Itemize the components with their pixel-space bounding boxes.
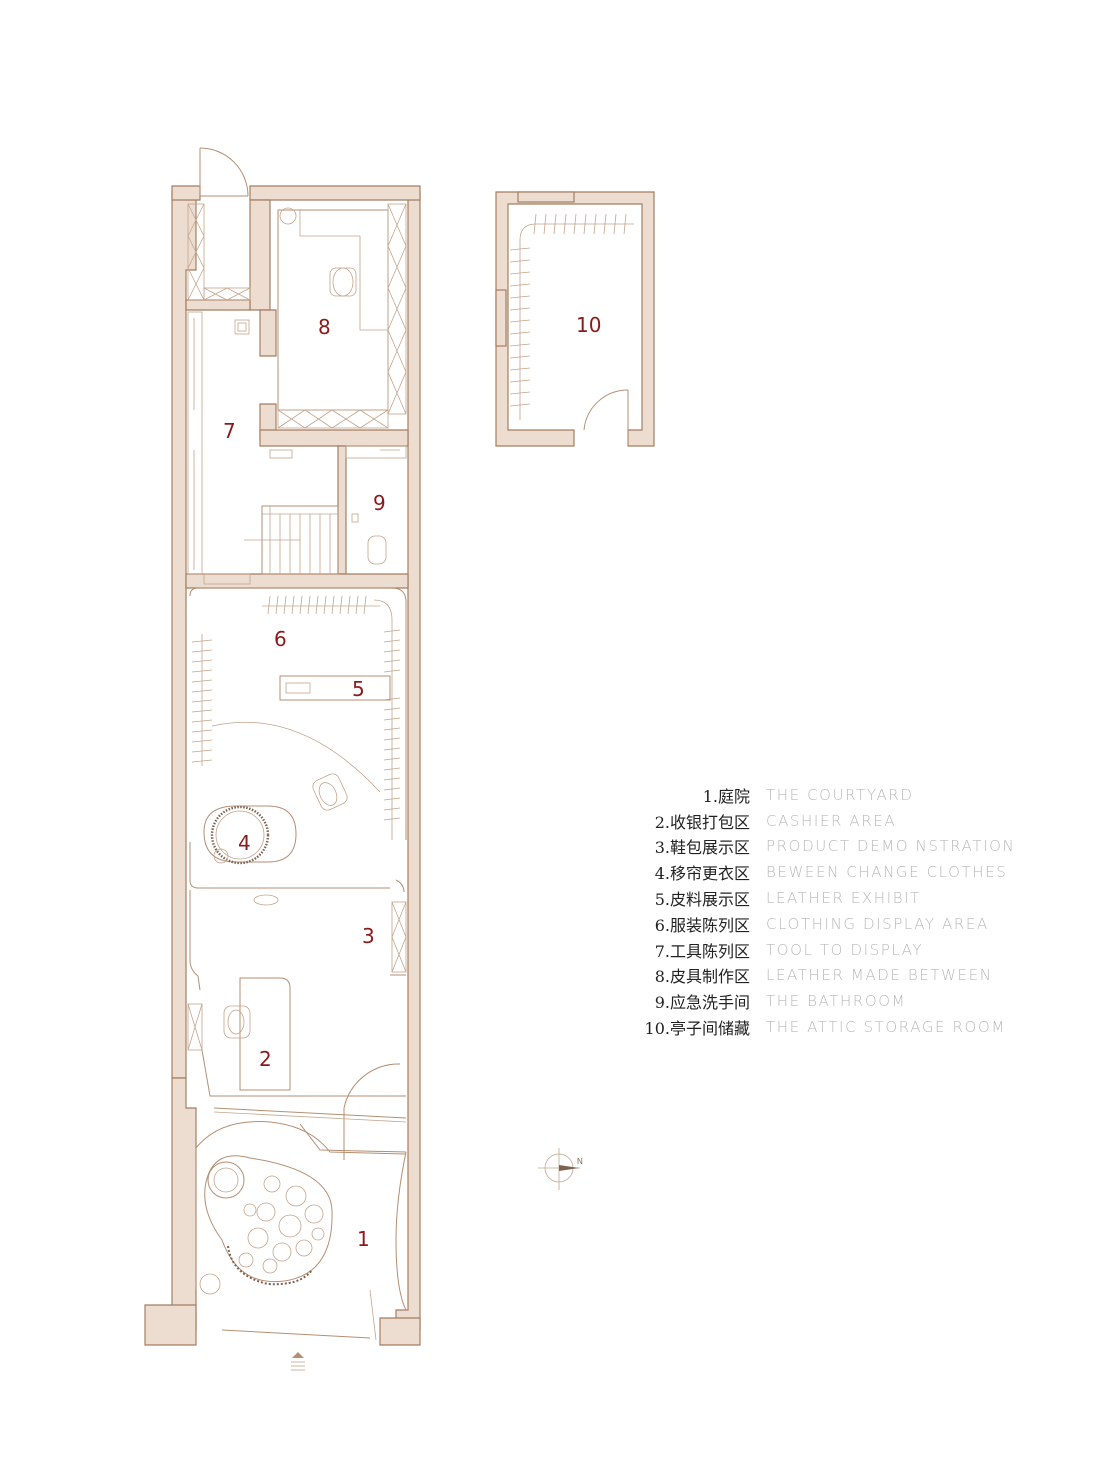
legend-row: 3.鞋包展示区 PRODUCT DEMO NSTRATION <box>640 834 1015 860</box>
legend-row: 10.亭子间储藏 THE ATTIC STORAGE ROOM <box>640 1014 1015 1040</box>
room-number-8: 8 <box>318 315 331 339</box>
top-door <box>199 147 249 197</box>
room-9-fixtures <box>345 445 407 565</box>
legend-en: CASHIER AREA <box>766 811 897 830</box>
room-number-1: 1 <box>357 1227 370 1251</box>
room-number-6: 6 <box>274 627 287 651</box>
legend-en: CLOTHING DISPLAY AREA <box>766 914 989 933</box>
legend-cn: 4.移帘更衣区 <box>654 864 750 884</box>
legend-en: THE BATHROOM <box>766 992 907 1011</box>
legend-en: LEATHER MADE BETWEEN <box>766 966 993 985</box>
legend-row: 2.收银打包区 CASHIER AREA <box>640 808 1015 834</box>
legend-cn: 9.应急洗手间 <box>654 993 750 1013</box>
entrance-arrow-icon <box>291 1352 305 1371</box>
legend-en: BEWEEN CHANGE CLOTHES <box>766 863 1008 882</box>
room-8-furniture <box>187 203 407 429</box>
legend-cn: 10.亭子间储藏 <box>644 1019 750 1039</box>
legend: 1.庭院 THE COURTYARD 2.收银打包区 CASHIER AREA 3.… <box>640 782 1015 1040</box>
legend-row: 9.应急洗手间 THE BATHROOM <box>640 988 1015 1014</box>
legend-en: TOOL TO DISPLAY <box>766 940 924 959</box>
room-number-5: 5 <box>352 677 365 701</box>
room-number-9: 9 <box>373 491 386 515</box>
legend-en: THE ATTIC STORAGE ROOM <box>766 1018 1006 1037</box>
legend-row: 6.服装陈列区 CLOTHING DISPLAY AREA <box>640 911 1015 937</box>
room-number-4: 4 <box>238 831 251 855</box>
room-7-furniture <box>187 311 339 585</box>
legend-cn: 2.收银打包区 <box>654 812 750 832</box>
room-1-courtyard <box>195 1121 407 1341</box>
plants <box>238 1175 325 1274</box>
legend-row: 5.皮料展示区 LEATHER EXHIBIT <box>640 885 1015 911</box>
legend-en: PRODUCT DEMO NSTRATION <box>766 837 1016 856</box>
legend-row: 4.移帘更衣区 BEWEEN CHANGE CLOTHES <box>640 859 1015 885</box>
legend-cn: 3.鞋包展示区 <box>654 838 750 858</box>
legend-cn: 8.皮具制作区 <box>654 967 750 987</box>
legend-row: 1.庭院 THE COURTYARD <box>640 782 1015 808</box>
room-number-3: 3 <box>362 924 375 948</box>
main-building-walls <box>144 185 421 1346</box>
room-10-walls <box>495 191 655 447</box>
middle-area <box>189 587 407 991</box>
legend-en: THE COURTYARD <box>766 785 914 804</box>
legend-en: LEATHER EXHIBIT <box>766 889 921 908</box>
legend-row: 8.皮具制作区 LEATHER MADE BETWEEN <box>640 963 1015 989</box>
legend-cn: 7.工具陈列区 <box>654 941 750 961</box>
legend-cn: 6.服装陈列区 <box>654 915 750 935</box>
room-2-furniture <box>187 977 407 1160</box>
room-number-7: 7 <box>223 419 236 443</box>
compass-label: N <box>577 1157 583 1166</box>
room-number-2: 2 <box>259 1047 272 1071</box>
legend-row: 7.工具陈列区 TOOL TO DISPLAY <box>640 937 1015 963</box>
legend-cn: 1.庭院 <box>702 786 750 806</box>
north-compass-icon: N <box>538 1148 583 1190</box>
legend-cn: 5.皮料展示区 <box>654 890 750 910</box>
room-number-10: 10 <box>576 313 601 337</box>
